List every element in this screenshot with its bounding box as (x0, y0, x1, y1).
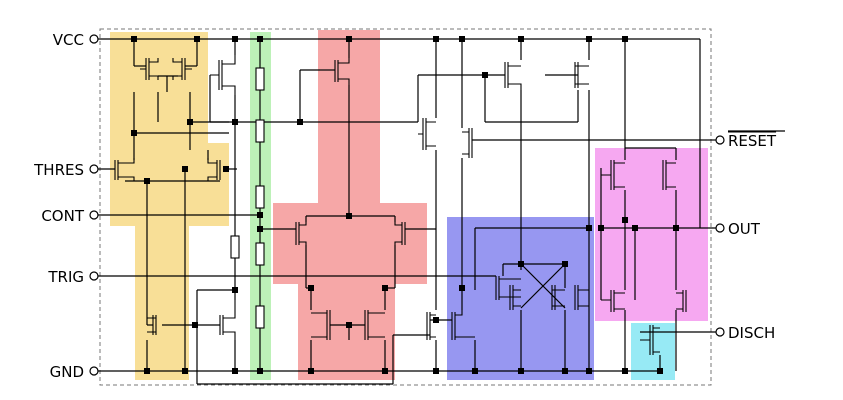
transistor-q9 (295, 222, 307, 245)
transistor-q8 (334, 58, 350, 85)
pin-label-vcc: VCC (53, 31, 84, 49)
pin-label-out: OUT (728, 220, 761, 238)
transistor-q5 (147, 315, 157, 335)
pin-label-thres: THRES (33, 161, 84, 179)
resistor-r1 (255, 67, 265, 91)
pin-terminal-disch (715, 327, 725, 337)
transistor-q19 (495, 276, 521, 300)
transistor-q11 (311, 310, 331, 340)
transistor-q26 (676, 290, 687, 312)
transistor-q1 (140, 58, 159, 80)
pin-label-trig: TRIG (47, 268, 84, 286)
transistor-q22 (574, 285, 589, 310)
pin-terminal-out (715, 223, 725, 233)
transistor-q24 (662, 160, 676, 190)
functional-blocks (110, 30, 708, 380)
transistor-q20 (509, 285, 521, 310)
junctions (131, 36, 679, 374)
transistor-q18 (574, 62, 589, 88)
transistor-q4 (207, 158, 221, 181)
resistor-r4 (255, 242, 265, 266)
transistor-q25 (601, 290, 625, 312)
pin-label-cont: CONT (41, 207, 85, 225)
transistor-q17 (504, 62, 522, 90)
transistor-q16 (451, 310, 475, 340)
pin-label-gnd: GND (50, 363, 84, 381)
transistor-q13 (418, 118, 436, 150)
pin-terminal-cont (89, 210, 99, 220)
resistor-r2 (255, 119, 265, 143)
pin-label-disch: DISCH (728, 324, 775, 342)
resistors (230, 67, 265, 329)
transistor-q2 (172, 58, 192, 80)
transistor-q15 (426, 312, 436, 340)
transistors (114, 55, 687, 355)
block-output-stage (595, 148, 708, 321)
pin-terminal-trig (89, 271, 99, 281)
pin-labels: VCC THRES CONT TRIG GND RESET OUT DISCH (33, 31, 785, 381)
transistor-q27 (640, 325, 660, 355)
resistor-r3 (255, 185, 265, 209)
pin-terminal-thres (89, 164, 99, 174)
transistor-q6 (219, 300, 236, 340)
transistor-q7 (210, 55, 236, 95)
pin-terminal-reset (715, 135, 725, 145)
transistor-q14 (462, 128, 473, 158)
pin-label-reset: RESET (728, 132, 777, 150)
transistor-q21 (551, 285, 565, 310)
pin-terminals (89, 34, 725, 376)
block-threshold-comparator (110, 32, 229, 380)
resistor-r6 (230, 235, 240, 259)
transistor-q12 (364, 310, 385, 340)
resistor-r5 (255, 305, 265, 329)
transistor-q3 (114, 158, 135, 181)
transistor-q10 (394, 222, 406, 245)
pin-terminal-vcc (89, 34, 99, 44)
pin-terminal-gnd (89, 366, 99, 376)
transistor-q23 (601, 160, 625, 190)
